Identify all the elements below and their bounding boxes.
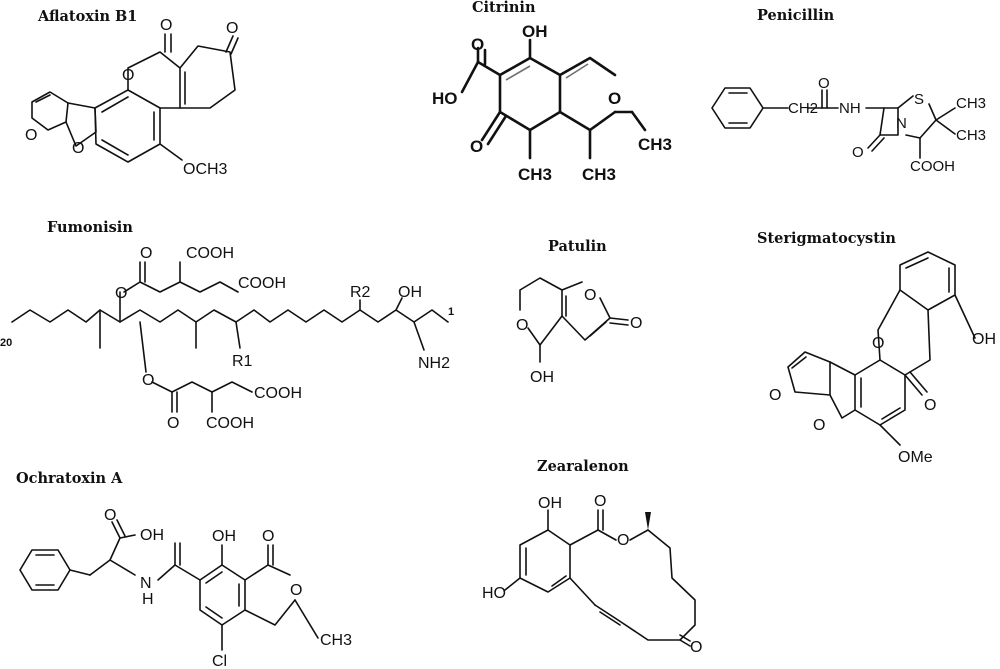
patulin-bonds <box>519 277 629 363</box>
penicillin-cooh: COOH <box>910 158 955 175</box>
aflatoxin-atom-o3: O <box>122 67 134 84</box>
aflatoxin-b1-structure: Aflatoxin B1 O O O O <box>25 8 239 178</box>
patulin-title: Patulin <box>548 238 607 255</box>
patulin-oh: OH <box>530 369 554 386</box>
ochratoxin-ch3: CH3 <box>320 632 352 649</box>
aflatoxin-atom-o2: O <box>72 140 84 157</box>
penicillin-n: N <box>896 115 907 132</box>
fumonisin-r1: R1 <box>232 353 253 370</box>
penicillin-bonds <box>711 87 956 159</box>
penicillin-ch3-2: CH3 <box>956 127 986 144</box>
ochratoxin-a-structure: Ochratoxin A <box>16 470 352 669</box>
ochratoxin-ring-o: O <box>290 582 302 599</box>
zearalenon-oh: OH <box>538 495 562 512</box>
citrinin-structure: Citrinin O OH HO O O CH3 CH3 CH3 <box>432 0 672 184</box>
fumonisin-bonds <box>11 261 449 413</box>
sterigmatocystin-structure: Sterigmatocystin O OH O O O OMe <box>757 230 996 466</box>
penicillin-atom-o1: O <box>818 75 830 92</box>
citrinin-bonds <box>460 38 647 160</box>
sterigmatocystin-atom-o3: O <box>769 387 781 404</box>
aflatoxin-atom-o4: O <box>160 17 172 34</box>
citrinin-oh: OH <box>522 22 548 41</box>
fumonisin-c1-label: 1 <box>448 306 454 318</box>
ochratoxin-oh-1: OH <box>140 527 164 544</box>
fumonisin-c20-label: 20 <box>0 337 12 349</box>
zearalenon-structure: Zearalenon OH O O HO O <box>482 458 702 656</box>
patulin-structure: Patulin O O O OH <box>516 238 642 386</box>
fumonisin-cooh-4: COOH <box>206 415 254 432</box>
aflatoxin-och3: OCH3 <box>183 161 228 178</box>
sterigmatocystin-atom-o1: O <box>872 335 884 352</box>
zearalenon-bonds <box>504 509 696 647</box>
fumonisin-oh: OH <box>398 284 422 301</box>
ochratoxin-atom-o1: O <box>104 507 116 524</box>
citrinin-ring-o: O <box>608 89 621 108</box>
fumonisin-title: Fumonisin <box>47 219 133 236</box>
fumonisin-atom-o1: O <box>140 245 152 262</box>
ochratoxin-n: N <box>140 575 152 592</box>
sterigmatocystin-title: Sterigmatocystin <box>757 230 896 247</box>
fumonisin-atom-o3: O <box>142 372 154 389</box>
ochratoxin-a-title: Ochratoxin A <box>16 470 123 487</box>
sterigmatocystin-atom-o4: O <box>813 417 825 434</box>
ochratoxin-atom-o2: O <box>262 528 274 545</box>
ochratoxin-bonds <box>19 519 319 651</box>
citrinin-atom-o1: O <box>471 35 484 54</box>
citrinin-atom-o3: O <box>470 137 483 156</box>
fumonisin-atom-o4: O <box>167 415 179 432</box>
ochratoxin-oh-2: OH <box>212 528 236 545</box>
citrinin-ch3-2: CH3 <box>582 165 616 184</box>
fumonisin-atom-o2: O <box>115 285 127 302</box>
fumonisin-cooh-1: COOH <box>186 245 234 262</box>
fumonisin-structure: Fumonisin O COOH COOH <box>0 219 454 432</box>
zearalenon-ho: HO <box>482 585 506 602</box>
zearalenon-atom-o2: O <box>690 639 702 656</box>
citrinin-ch3-1: CH3 <box>518 165 552 184</box>
sterigmatocystin-ome: OMe <box>898 449 933 466</box>
ochratoxin-cl: Cl <box>212 653 227 669</box>
citrinin-title: Citrinin <box>472 0 536 16</box>
sterigmatocystin-atom-o2: O <box>924 397 936 414</box>
penicillin-title: Penicillin <box>757 7 835 24</box>
sterigmatocystin-oh: OH <box>972 331 996 348</box>
aflatoxin-b1-title: Aflatoxin B1 <box>37 8 137 25</box>
patulin-atom-o1: O <box>584 287 596 304</box>
penicillin-ch3-1: CH3 <box>956 95 986 112</box>
sterigmatocystin-bonds <box>787 251 976 446</box>
zearalenon-title: Zearalenon <box>537 458 629 475</box>
penicillin-ch2: CH2 <box>788 100 818 117</box>
patulin-atom-o2: O <box>630 315 642 332</box>
penicillin-nh: NH <box>839 100 861 117</box>
zearalenon-ring-o: O <box>617 532 629 549</box>
patulin-atom-o3: O <box>516 317 528 334</box>
aflatoxin-bonds <box>31 33 239 163</box>
ochratoxin-h: H <box>142 591 154 608</box>
aflatoxin-atom-o1: O <box>25 127 37 144</box>
zearalenon-atom-o1: O <box>594 493 606 510</box>
penicillin-atom-o2: O <box>852 144 864 161</box>
fumonisin-r2: R2 <box>350 284 371 301</box>
penicillin-s: S <box>914 91 924 108</box>
penicillin-structure: Penicillin O CH2 NH S CH3 CH3 N <box>711 7 986 175</box>
fumonisin-nh2: NH2 <box>418 355 450 372</box>
aflatoxin-atom-o5: O <box>226 20 238 37</box>
fumonisin-cooh-2: COOH <box>238 275 286 292</box>
citrinin-ch3-3: CH3 <box>638 135 672 154</box>
citrinin-ho: HO <box>432 89 458 108</box>
fumonisin-cooh-3: COOH <box>254 385 302 402</box>
